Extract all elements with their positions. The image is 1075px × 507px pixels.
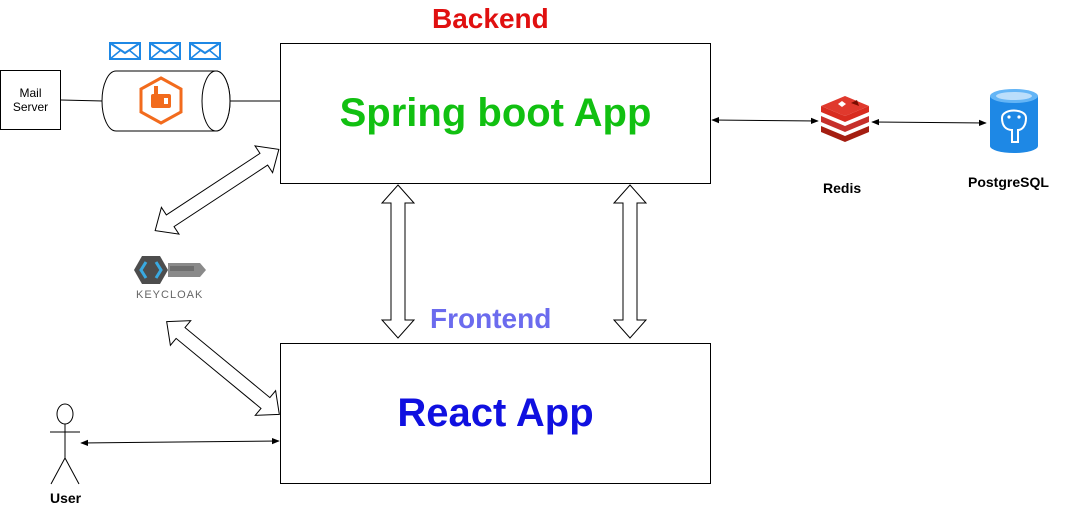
hollow-arrow-keycloak-spring: [154, 145, 280, 235]
postgresql-label: PostgreSQL: [968, 174, 1049, 190]
hollow-arrow-left-vertical: [380, 184, 416, 339]
hollow-arrow-right-vertical: [612, 184, 648, 339]
envelope-icon: [189, 42, 221, 60]
user-react-arrow: [80, 437, 280, 447]
keycloak-label: KEYCLOAK: [136, 289, 204, 301]
hollow-arrow-keycloak-react: [166, 320, 280, 416]
mail-server-label-line1: Mail: [19, 86, 42, 100]
backend-title: Backend: [432, 3, 549, 34]
frontend-title: Frontend: [430, 303, 552, 334]
mail-server-label-line2: Server: [12, 100, 49, 114]
rabbitmq-icon: [139, 76, 183, 125]
envelope-icon: [149, 42, 181, 60]
redis-label: Redis: [823, 180, 862, 196]
postgresql-icon: [990, 89, 1038, 153]
react-app-label: React App: [397, 391, 594, 435]
mail-server-box: Mail Server: [0, 70, 61, 130]
envelope-icon: [109, 42, 141, 60]
redis-icon: [821, 96, 869, 142]
user-label: User: [50, 490, 82, 506]
spring-redis-arrow: [711, 116, 819, 125]
user-actor-icon: [50, 403, 80, 485]
mail-to-queue-line: [60, 99, 104, 102]
keycloak-logo-icon: [134, 256, 206, 284]
redis-postgres-arrow: [871, 118, 987, 127]
react-app-box: React App: [280, 343, 711, 484]
spring-boot-app-box: Spring boot App: [280, 43, 711, 184]
spring-boot-app-label: Spring boot App: [339, 91, 652, 135]
